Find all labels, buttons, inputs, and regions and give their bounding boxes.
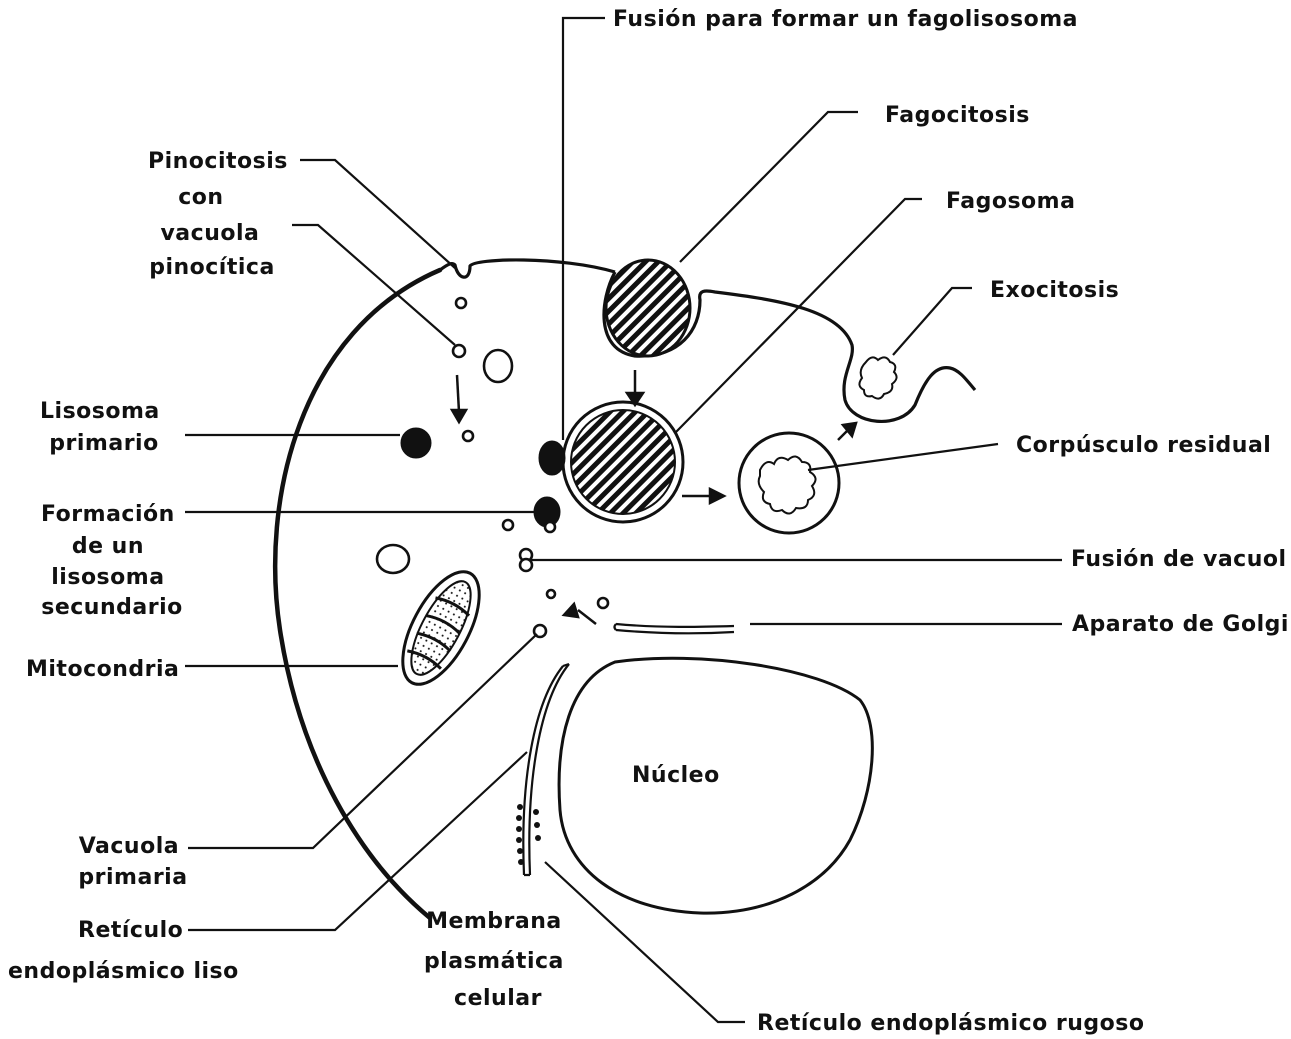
vesicle — [463, 431, 473, 441]
label-aparato-golgi: Aparato de Golgi — [1072, 612, 1289, 637]
label-vacuola-primaria: Vacuola primaria — [78, 834, 187, 890]
label-exocitosis: Exocitosis — [990, 278, 1119, 303]
label-formacion-lisosoma-secundario: Formación de un lisosoma secundario — [41, 502, 183, 620]
label-fusion-fagolisosoma: Fusión para formar un fagolisosoma — [613, 7, 1078, 32]
label-lisosoma-primario: Lisosoma primario — [40, 399, 168, 456]
exocytosis-content — [859, 357, 896, 398]
vesicle — [545, 522, 555, 532]
label-fusion-vacuolas: Fusión de vacuol — [1071, 547, 1287, 572]
label-fagosoma: Fagosoma — [946, 189, 1075, 214]
golgi-apparatus — [615, 624, 735, 633]
pinocytic-vacuole — [453, 345, 465, 357]
phagosome-content — [571, 410, 675, 514]
vesicle — [547, 590, 555, 598]
label-membrana-plasmatica: Membrana plasmática celular — [424, 909, 572, 1011]
vesicle — [484, 350, 512, 382]
label-nucleo: Núcleo — [632, 763, 720, 788]
vesicle — [456, 298, 466, 308]
phagocytosed-particle — [606, 260, 690, 356]
vesicle — [598, 598, 608, 608]
plasma-membrane-left — [275, 270, 440, 918]
label-pinocitosis: Pinocitosis con vacuola pinocítica — [148, 149, 296, 280]
primary-lysosome — [401, 428, 431, 458]
mitochondrion — [387, 560, 495, 696]
label-corpusculo-residual: Corpúsculo residual — [1016, 433, 1271, 458]
label-mitocondria: Mitocondria — [26, 657, 179, 682]
lysosome-fusing — [539, 441, 565, 475]
vesicle — [377, 545, 409, 573]
vesicle — [503, 520, 513, 530]
plasma-membrane-top — [440, 260, 615, 277]
label-reticulo-rugoso: Retículo endoplásmico rugoso — [757, 1011, 1144, 1036]
label-reticulo-liso: Retículo endoplásmico liso — [8, 918, 239, 984]
label-fagocitosis: Fagocitosis — [885, 103, 1030, 128]
